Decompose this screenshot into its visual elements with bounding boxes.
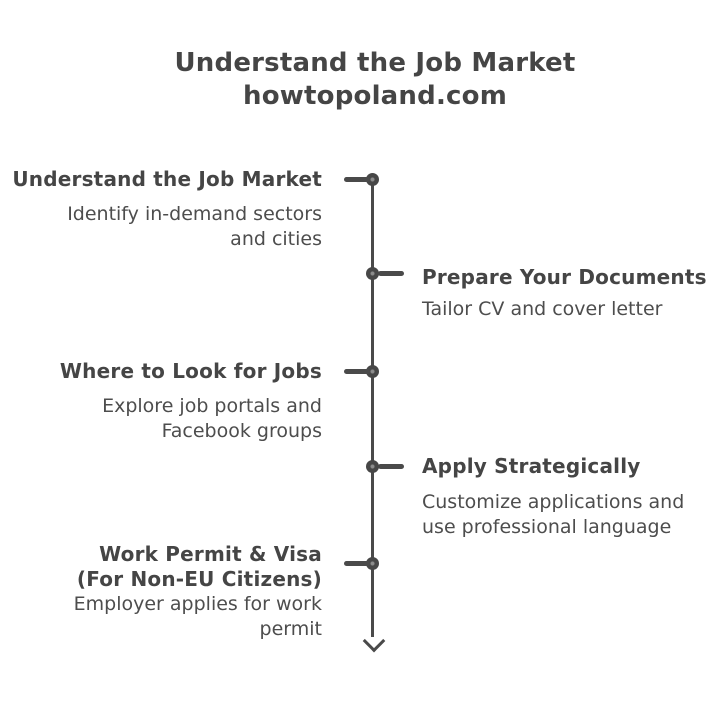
page-subtitle: howtopoland.com	[243, 81, 507, 111]
connector-step-3	[344, 369, 370, 374]
connector-step-2	[378, 271, 404, 276]
timeline-node-dot-4	[366, 459, 379, 473]
timeline-node-dot-1	[366, 172, 379, 186]
page-title: Understand the Job Market	[174, 48, 576, 78]
step-4-description: Customize applications and use professio…	[422, 491, 685, 538]
step-5-title: Work Permit & Visa (For Non-EU Citizens)	[76, 542, 322, 591]
connector-step-4	[378, 464, 404, 469]
step-2-title: Prepare Your Documents	[422, 265, 707, 289]
step-2-description: Tailor CV and cover letter	[422, 298, 663, 320]
step-1-description: Identify in-demand sectors and cities	[67, 203, 322, 250]
timeline-node-dot-3	[366, 364, 379, 378]
connector-step-5	[344, 561, 370, 566]
step-4-title: Apply Strategically	[422, 454, 641, 478]
timeline-axis-line	[371, 179, 374, 637]
timeline-node-dot-5	[366, 556, 379, 570]
step-1-title: Understand the Job Market	[12, 167, 322, 191]
connector-step-1	[344, 177, 370, 182]
timeline-node-dot-2	[366, 266, 379, 280]
arrow-down-icon	[362, 629, 386, 653]
step-3-title: Where to Look for Jobs	[59, 359, 322, 383]
step-3-description: Explore job portals and Facebook groups	[102, 395, 322, 442]
step-5-description: Employer applies for work permit	[73, 593, 322, 640]
